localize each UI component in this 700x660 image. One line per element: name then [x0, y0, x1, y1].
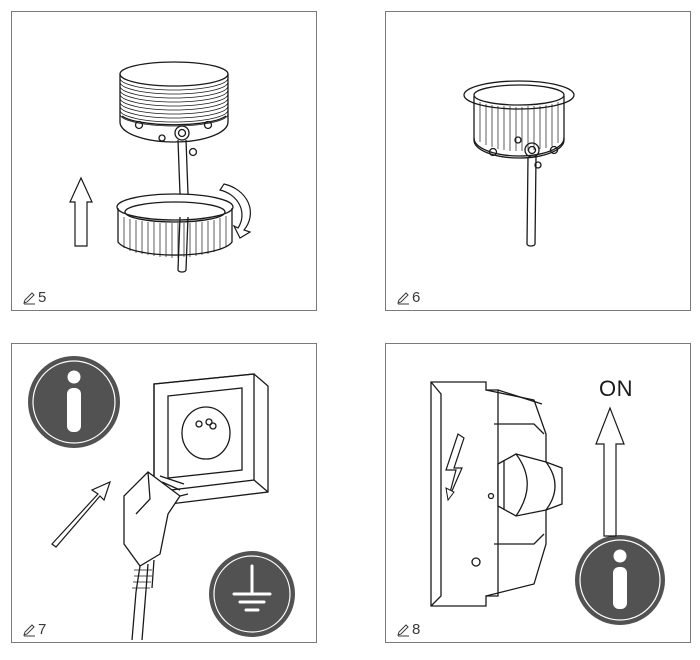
installed-socket-illustration	[463, 80, 575, 247]
circuit-breaker-switch-on-illustration	[430, 381, 665, 625]
step-number-text: 7	[38, 621, 47, 638]
step-number: 6	[396, 290, 420, 305]
step-number: 5	[22, 290, 46, 305]
step-number: 7	[22, 622, 46, 637]
pencil-icon	[23, 292, 35, 305]
step-5-panel: 5	[11, 11, 317, 311]
step-number-text: 5	[38, 289, 47, 306]
pencil-icon	[397, 624, 409, 637]
step-6-panel: 6	[385, 11, 691, 311]
step-number-text: 8	[412, 621, 421, 638]
info-icon	[28, 356, 120, 448]
step-7-panel: 7	[11, 343, 317, 643]
step-number: 8	[396, 622, 420, 637]
ground-icon	[209, 551, 295, 637]
pencil-icon	[397, 292, 409, 305]
step-8-panel: ON 8	[385, 343, 691, 643]
on-label: ON	[599, 376, 633, 401]
pencil-icon	[23, 624, 35, 637]
step-number-text: 6	[412, 289, 421, 306]
info-icon	[575, 535, 665, 625]
plug-into-outlet-illustration	[28, 356, 295, 641]
threaded-ring-installation-illustration	[69, 61, 252, 273]
lightning-icon	[445, 433, 465, 502]
